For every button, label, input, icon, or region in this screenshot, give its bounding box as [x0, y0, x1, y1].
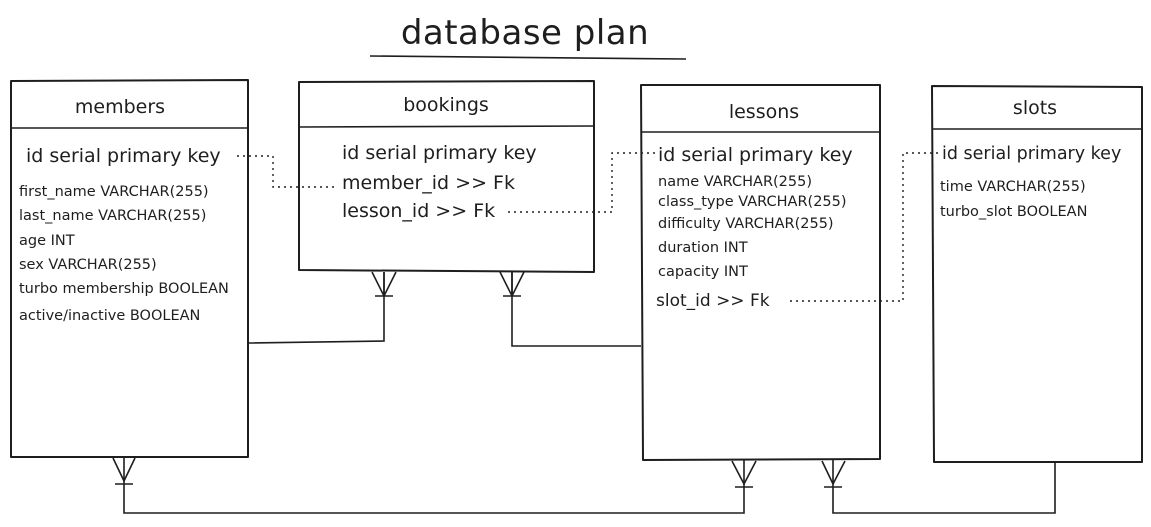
lessons-field-5: slot_id >> Fk	[656, 291, 770, 311]
lessons-field-1: class_type VARCHAR(255)	[658, 194, 847, 210]
table-members: members id serial primary key first_name…	[10, 79, 249, 458]
rel-members-bookings	[247, 272, 385, 344]
table-lessons: lessons id serial primary key name VARCH…	[640, 84, 881, 461]
bookings-table-name: bookings	[403, 94, 489, 116]
bookings-border	[298, 80, 595, 273]
members-field-3: sex VARCHAR(255)	[19, 257, 157, 273]
rel-members-lessons	[123, 457, 745, 514]
lessons-field-0: name VARCHAR(255)	[658, 174, 812, 190]
lessons-primary-key: id serial primary key	[658, 144, 853, 166]
slots-field-1: turbo_slot BOOLEAN	[940, 204, 1087, 220]
table-slots: slots id serial primary key time VARCHAR…	[931, 85, 1143, 463]
lessons-field-3: duration INT	[658, 240, 748, 256]
bookings-header-divider	[298, 125, 595, 128]
lessons-field-4: capacity INT	[658, 264, 748, 280]
crowfoot-bookings-members	[371, 271, 397, 298]
diagram-title: database plan	[401, 13, 649, 53]
slots-primary-key: id serial primary key	[942, 144, 1121, 164]
lessons-field-2: difficulty VARCHAR(255)	[658, 216, 834, 232]
bookings-primary-key: id serial primary key	[342, 142, 537, 164]
fk-link-lesson-id	[508, 152, 655, 213]
members-table-name: members	[75, 96, 165, 118]
members-primary-key: id serial primary key	[26, 145, 221, 167]
slots-field-0: time VARCHAR(255)	[940, 179, 1086, 195]
rel-lessons-bookings	[511, 272, 641, 347]
crowfoot-bookings-lessons	[499, 271, 525, 298]
members-border	[10, 79, 249, 458]
lessons-border	[640, 84, 881, 461]
fk-link-member-id	[237, 155, 336, 188]
rel-lessons-slots	[832, 460, 1056, 514]
members-field-0: first_name VARCHAR(255)	[19, 184, 209, 200]
slots-table-name: slots	[1013, 97, 1057, 119]
table-bookings: bookings id serial primary key member_id…	[298, 80, 595, 273]
lessons-table-name: lessons	[729, 101, 799, 123]
bookings-field-1: lesson_id >> Fk	[342, 200, 495, 222]
members-field-4: turbo membership BOOLEAN	[19, 281, 229, 297]
title-underline	[369, 55, 687, 60]
fk-link-slot-id	[790, 152, 940, 302]
crowfoot-lessons-right	[821, 460, 846, 488]
crowfoot-members-bottom	[112, 457, 136, 485]
members-field-2: age INT	[19, 233, 75, 249]
members-field-5: active/inactive BOOLEAN	[19, 308, 200, 324]
bookings-field-0: member_id >> Fk	[342, 172, 515, 194]
members-field-1: last_name VARCHAR(255)	[19, 208, 206, 224]
crowfoot-lessons-left	[731, 460, 757, 488]
slots-border	[931, 85, 1143, 463]
